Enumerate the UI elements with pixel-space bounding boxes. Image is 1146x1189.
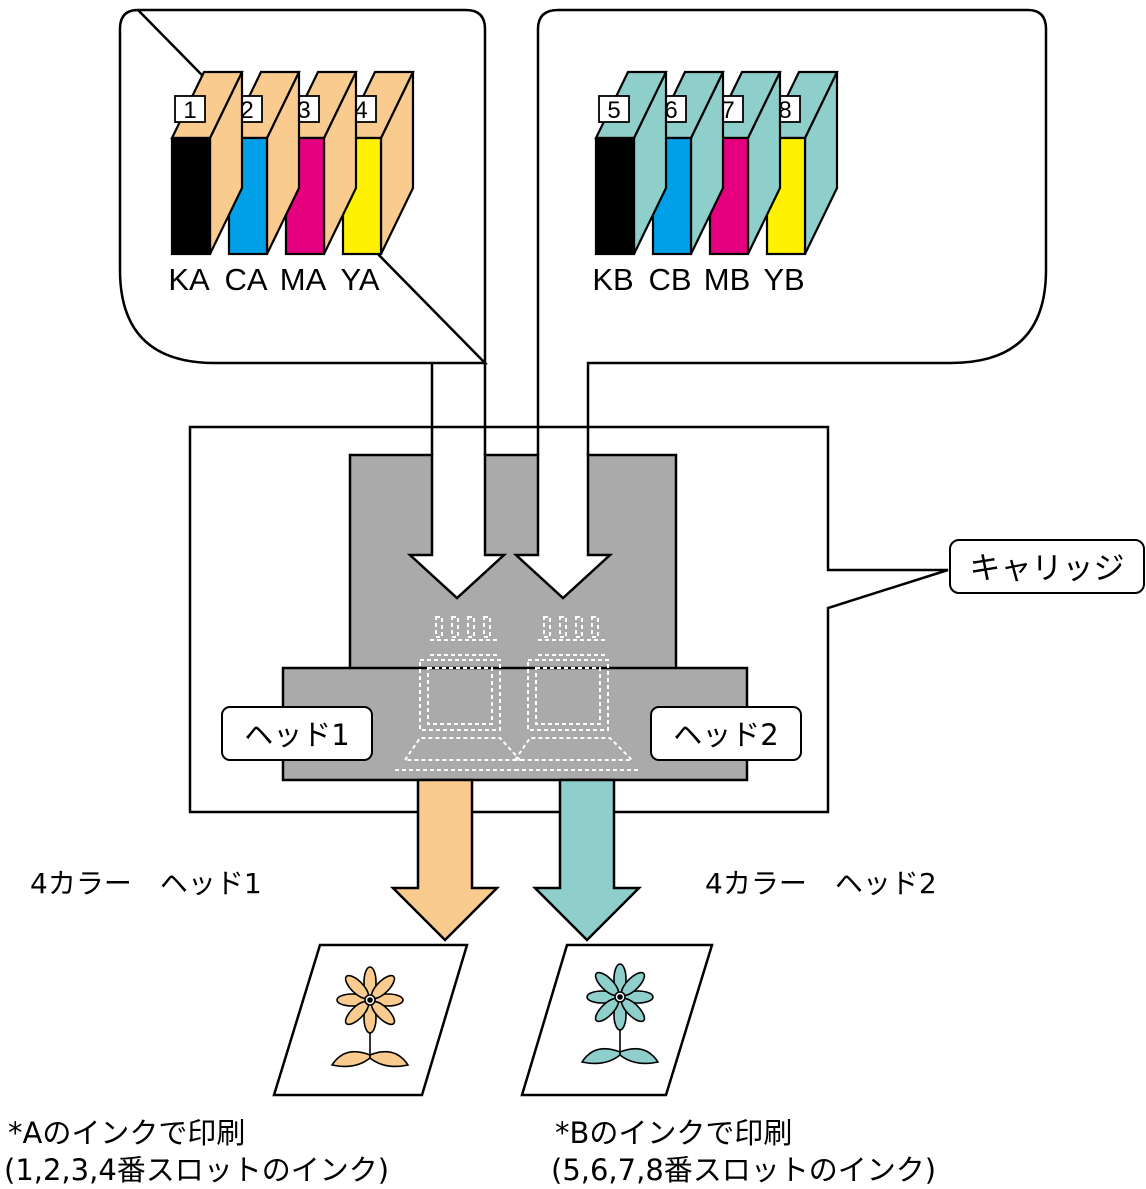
slot-number: 1 — [183, 97, 196, 124]
slot-number: 4 — [354, 97, 367, 124]
ink-code-label: KB — [592, 262, 633, 297]
ink-code-label: YA — [340, 262, 379, 297]
print-head-mechanism-1 — [395, 616, 523, 771]
group-a-cartridge-1: 1KA — [168, 70, 244, 297]
ink-code-label: MB — [704, 262, 751, 297]
ink-feed-arrow-a — [406, 455, 508, 600]
flower-b-icon — [580, 963, 660, 1065]
ink-code-label: CA — [224, 262, 267, 297]
ink-code-label: YB — [763, 262, 804, 297]
ink-code-label: MA — [280, 262, 327, 297]
slot-number: 6 — [664, 97, 677, 124]
head-2-label: ヘッド2 — [673, 718, 778, 752]
output-arrow-a — [389, 778, 501, 942]
head-1-label-box — [221, 706, 373, 761]
print-caption-a-line2: (1,2,3,4番スロットのインク) — [4, 1153, 389, 1187]
mode-label-a: 4カラー ヘッド1 — [30, 867, 262, 900]
ink-feed-arrow-b — [512, 455, 614, 600]
carriage-label: キャリッジ — [970, 551, 1125, 587]
slot-number: 8 — [778, 97, 791, 124]
group-a-cartridge-4: 4YA — [340, 70, 415, 297]
group-b-cartridge-5: 5KB — [592, 70, 668, 297]
cartridge-ink-face — [170, 136, 212, 256]
ink-code-label: KA — [168, 262, 210, 297]
slot-number-box — [174, 95, 206, 123]
printed-sheet-a — [272, 943, 469, 1097]
mode-label-b: 4カラー ヘッド2 — [705, 867, 937, 900]
carriage-body — [281, 453, 749, 782]
printed-sheet-b — [520, 943, 714, 1097]
slot-number: 2 — [240, 97, 253, 124]
slot-number: 3 — [297, 97, 310, 124]
print-head-mechanism-2 — [513, 616, 640, 771]
output-arrow-b — [531, 778, 643, 942]
print-caption-a-line1: *Aのインクで印刷 — [8, 1116, 245, 1150]
cartridge-ink-face — [594, 136, 636, 256]
carriage-frame — [188, 425, 949, 814]
ink-code-label: CB — [648, 262, 691, 297]
slot-number-box — [598, 95, 630, 123]
print-caption-b-line1: *Bのインクで印刷 — [555, 1116, 792, 1150]
slot-number: 7 — [721, 97, 734, 124]
head-1-label: ヘッド1 — [244, 718, 349, 752]
head-2-label-box — [650, 706, 802, 761]
slot-number: 5 — [607, 97, 620, 124]
flower-a-icon — [330, 966, 410, 1068]
carriage-label-box — [949, 539, 1145, 594]
print-caption-b-line2: (5,6,7,8番スロットのインク) — [551, 1153, 936, 1187]
